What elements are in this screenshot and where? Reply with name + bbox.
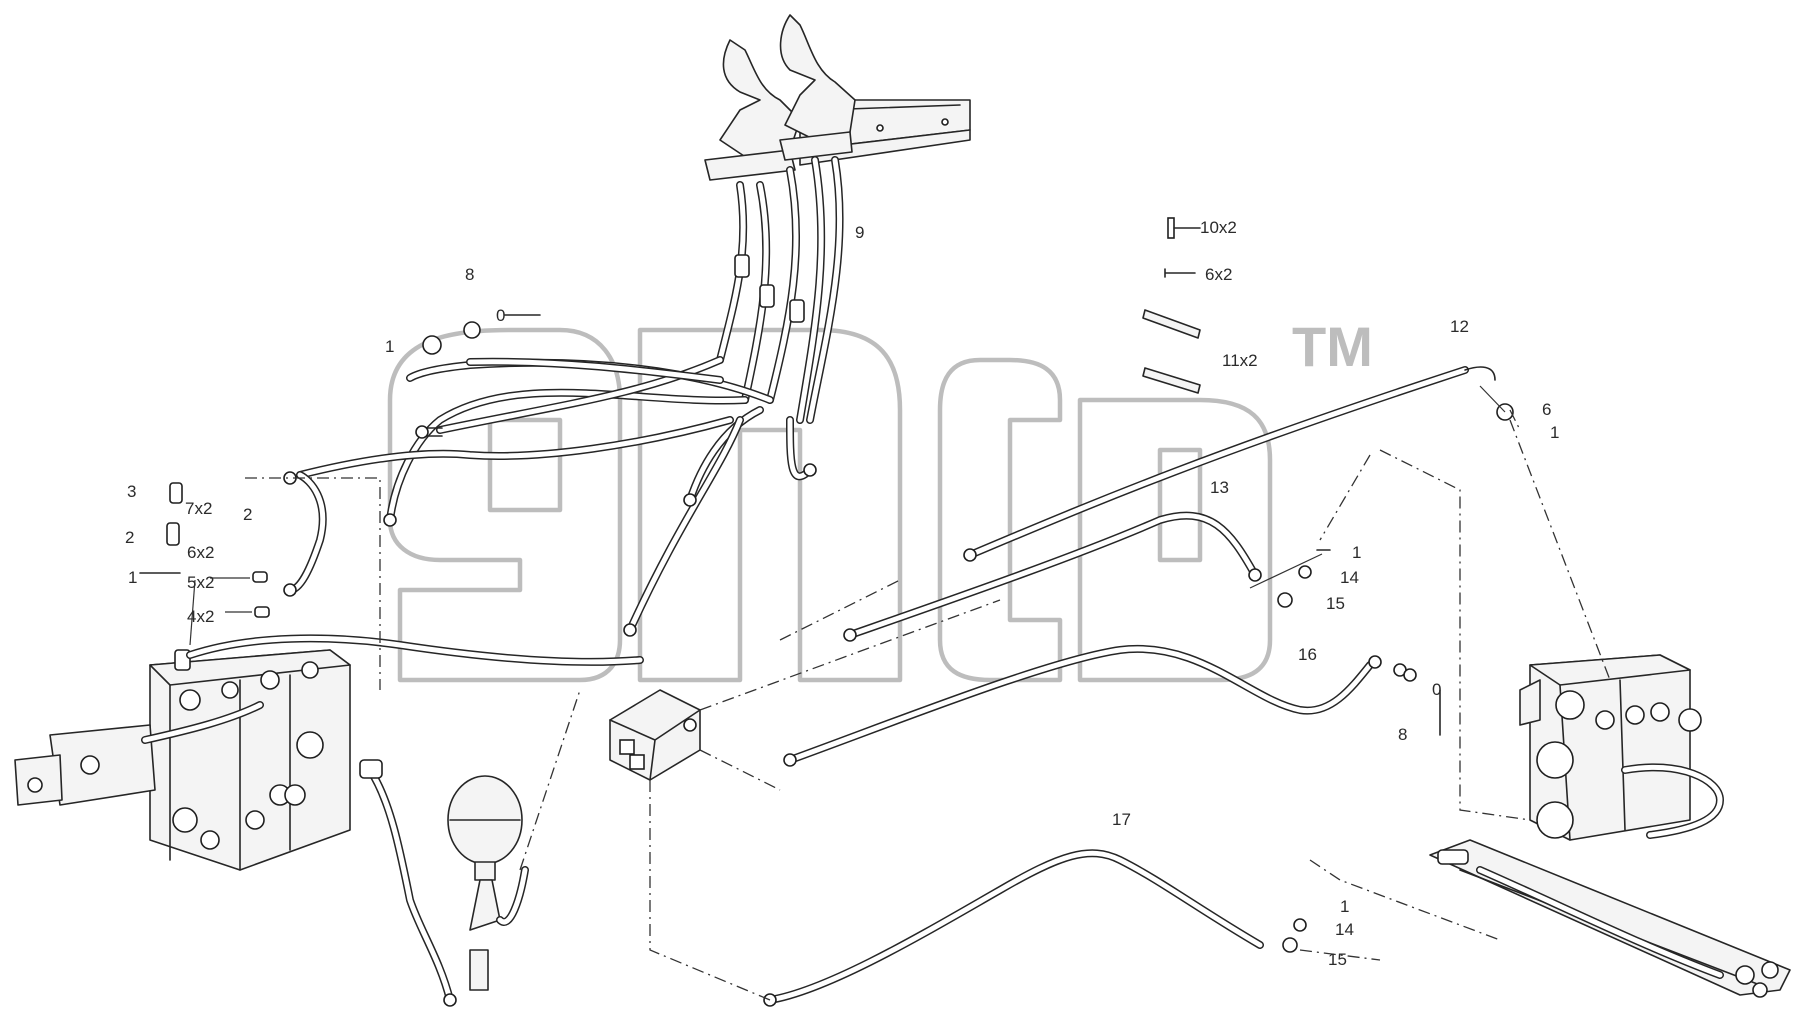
label-15-mid: 15 bbox=[1326, 594, 1345, 613]
label-5x2: 5x2 bbox=[187, 573, 214, 592]
center-manifold bbox=[609, 689, 701, 781]
label-0-right: 0 bbox=[1432, 680, 1441, 699]
accumulator bbox=[359, 759, 529, 1007]
label-1-left: 1 bbox=[385, 337, 394, 356]
label-8-top: 8 bbox=[465, 265, 474, 284]
part-labels: 9 10x2 6x2 11x2 12 8 0 1 3 7x2 2 2 6x2 1… bbox=[125, 218, 1559, 969]
joystick-assembly bbox=[383, 14, 971, 637]
main-valve-block-left bbox=[14, 634, 644, 871]
label-15-low: 15 bbox=[1328, 950, 1347, 969]
leader-lines bbox=[189, 385, 1506, 646]
hose-16 bbox=[783, 644, 1407, 767]
valve-block-right bbox=[1519, 654, 1724, 841]
center-lines bbox=[245, 409, 1611, 1001]
hose-17 bbox=[763, 849, 1264, 1007]
hose-12 bbox=[963, 366, 1496, 562]
label-11x2: 11x2 bbox=[1222, 351, 1258, 370]
label-1-mid: 1 bbox=[1352, 543, 1361, 562]
label-0: 0 bbox=[496, 306, 505, 325]
label-1-low: 1 bbox=[1340, 897, 1349, 916]
label-1-right: 1 bbox=[1550, 423, 1559, 442]
label-6x2-top: 6x2 bbox=[1205, 265, 1232, 284]
watermark-tm: TM bbox=[1292, 315, 1373, 378]
label-3: 3 bbox=[127, 482, 136, 501]
label-16: 16 bbox=[1298, 645, 1317, 664]
label-17: 17 bbox=[1112, 810, 1131, 829]
label-9: 9 bbox=[855, 223, 864, 242]
label-2a: 2 bbox=[243, 505, 252, 524]
label-1b: 1 bbox=[128, 568, 137, 587]
label-7x2: 7x2 bbox=[185, 499, 212, 518]
label-14-low: 14 bbox=[1335, 920, 1354, 939]
label-13: 13 bbox=[1210, 478, 1229, 497]
label-2b: 2 bbox=[125, 528, 134, 547]
label-10x2: 10x2 bbox=[1200, 218, 1237, 237]
label-4x2: 4x2 bbox=[187, 607, 214, 626]
label-12: 12 bbox=[1450, 317, 1469, 336]
label-14-mid: 14 bbox=[1340, 568, 1359, 587]
watermark-logo: TM bbox=[387, 315, 1373, 683]
hose-assembly-left bbox=[283, 357, 734, 597]
label-8-right: 8 bbox=[1398, 725, 1407, 744]
label-6-right: 6 bbox=[1542, 400, 1551, 419]
hose-13 bbox=[843, 511, 1262, 642]
label-6x2-left: 6x2 bbox=[187, 543, 214, 562]
mounting-rail bbox=[1429, 839, 1791, 998]
